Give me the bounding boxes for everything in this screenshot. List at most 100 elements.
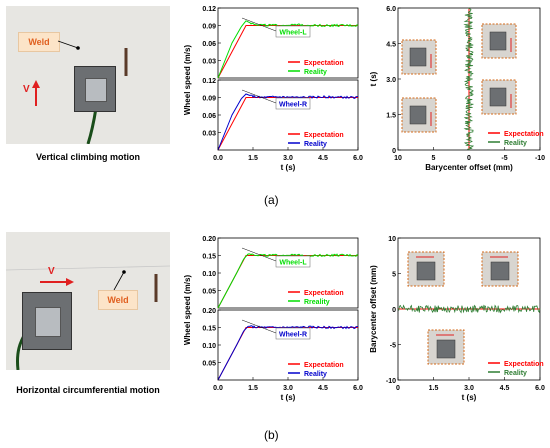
- y-tick-label: 0.09: [202, 96, 216, 103]
- inset-robot: [489, 87, 507, 107]
- caption-vertical-climbing: Vertical climbing motion: [35, 152, 141, 162]
- chart-a-wheel-speed: Wheel speed (m/s) 0.12 0.09 0.06 0.03 Wheel-L…: [183, 6, 363, 172]
- y-axis-label: t (s): [369, 71, 378, 86]
- legend-label: Expectation: [304, 290, 344, 297]
- x-tick-label: -10: [535, 155, 545, 162]
- caption-horizontal-circumferential: Horizontal circumferential motion: [16, 385, 160, 395]
- wheel-tag-box: [275, 97, 311, 110]
- x-tick-label: 3.0: [464, 385, 474, 392]
- legend-label: Reality: [504, 370, 527, 377]
- legend-label: Rreality: [304, 299, 330, 306]
- y-tick-label: -10: [386, 378, 396, 385]
- wheel-tag-pointer: [241, 89, 277, 104]
- y-axis-label: Wheel speed (m/s): [183, 45, 192, 116]
- inset-robot: [416, 261, 436, 281]
- plot-frame: [217, 237, 359, 309]
- y-tick-label: 0.05: [202, 361, 216, 368]
- x-tick-label: 4.5: [318, 155, 328, 162]
- x-tick-label: 0.0: [213, 385, 223, 392]
- x-tick-label: 1.5: [248, 155, 258, 162]
- plot-frame: [217, 79, 359, 151]
- y-tick-label: 0.10: [202, 343, 216, 350]
- x-axis-label: t (s): [281, 163, 296, 172]
- legend-label: Expectation: [504, 361, 544, 368]
- wheel-tag: Wheel-R: [279, 332, 307, 339]
- y-tick-label: 1.5: [386, 113, 396, 120]
- wheel-tag-pointer: [241, 247, 277, 262]
- weld-label-box: Weld: [18, 32, 60, 52]
- panel-label-b: (b): [264, 428, 279, 442]
- y-tick-label: 0.03: [202, 131, 216, 138]
- weld-label: Weld: [28, 37, 50, 47]
- x-tick-label: 4.5: [318, 385, 328, 392]
- x-tick-label: 3.0: [283, 155, 293, 162]
- x-tick-label: 4.5: [500, 385, 510, 392]
- robot-image: [74, 66, 116, 112]
- y-tick-label: -5: [390, 343, 396, 350]
- y-tick-label: 0.15: [202, 254, 216, 261]
- inset-robot-photo: [407, 251, 445, 287]
- y-tick-label: 0: [392, 307, 396, 314]
- chart-b-wheel-speed: Wheel speed (m/s) 0.20 0.15 0.10 0.05 Wheel-L…: [183, 236, 363, 402]
- series-reality: [217, 325, 359, 381]
- wheel-tag-box: [275, 327, 311, 340]
- y-tick-label: 0: [392, 148, 396, 155]
- wheel-tag: Wheel-L: [279, 30, 307, 37]
- y-tick-label: 0.20: [202, 308, 216, 315]
- weld-label: Weld: [107, 295, 129, 305]
- legend-label: Expectation: [304, 60, 344, 67]
- wheel-tag-box: [275, 25, 311, 38]
- legend-label: Expectation: [304, 362, 344, 369]
- legend-label: Reality: [304, 371, 327, 378]
- photo-horizontal-circumferential: V Weld: [6, 232, 170, 370]
- series-reality: [463, 7, 475, 151]
- x-tick-label: 1.5: [429, 385, 439, 392]
- y-tick-label: 0.10: [202, 271, 216, 278]
- inset-robot: [436, 339, 456, 359]
- y-tick-label: 4.5: [386, 42, 396, 49]
- y-tick-label: 0.09: [202, 24, 216, 31]
- x-tick-label: 0: [467, 155, 471, 162]
- legend-label: Reality: [304, 69, 327, 76]
- x-axis-label: Barycenter offset (mm): [425, 163, 513, 172]
- series-reality: [397, 304, 541, 314]
- velocity-label: V: [23, 84, 30, 95]
- x-tick-label: 0.0: [213, 155, 223, 162]
- wheel-tag: Wheel-L: [279, 260, 307, 267]
- y-tick-label: 0.12: [202, 6, 216, 13]
- inset-robot-photo: [427, 329, 465, 365]
- x-tick-label: 6.0: [353, 385, 363, 392]
- y-tick-label: 0.06: [202, 41, 216, 48]
- y-tick-label: 0.05: [202, 289, 216, 296]
- wheel-tag-box: [275, 255, 311, 268]
- inset-robot: [409, 105, 427, 125]
- y-tick-label: 10: [388, 236, 396, 243]
- y-axis-label: Wheel speed (m/s): [183, 275, 192, 346]
- y-tick-label: 6.0: [386, 6, 396, 13]
- wheel-tag-pointer: [241, 319, 277, 334]
- velocity-label: V: [48, 266, 55, 277]
- y-tick-label: 0.15: [202, 326, 216, 333]
- x-tick-label: 3.0: [283, 385, 293, 392]
- x-tick-label: 0: [396, 385, 400, 392]
- y-tick-label: 0.12: [202, 78, 216, 85]
- plot-frame: [217, 7, 359, 79]
- y-axis-label: Barycenter offset (mm): [369, 265, 378, 353]
- wheel-tag-pointer: [241, 17, 277, 32]
- weld-label-box: Weld: [98, 290, 138, 310]
- robot-image: [22, 292, 72, 350]
- legend-label: Reality: [504, 140, 527, 147]
- plot-frame: [217, 309, 359, 381]
- photo-vertical-climbing: Weld V: [6, 6, 170, 144]
- y-tick-label: 0.20: [202, 236, 216, 243]
- x-tick-label: -5: [501, 155, 507, 162]
- series-reality: [217, 93, 359, 151]
- y-tick-label: 0.06: [202, 113, 216, 120]
- legend-label: Expectation: [304, 132, 344, 139]
- inset-robot: [489, 31, 507, 51]
- y-tick-label: 5: [392, 272, 396, 279]
- x-tick-label: 1.5: [248, 385, 258, 392]
- y-tick-label: 3.0: [386, 77, 396, 84]
- wheel-tag: Wheel-R: [279, 102, 307, 109]
